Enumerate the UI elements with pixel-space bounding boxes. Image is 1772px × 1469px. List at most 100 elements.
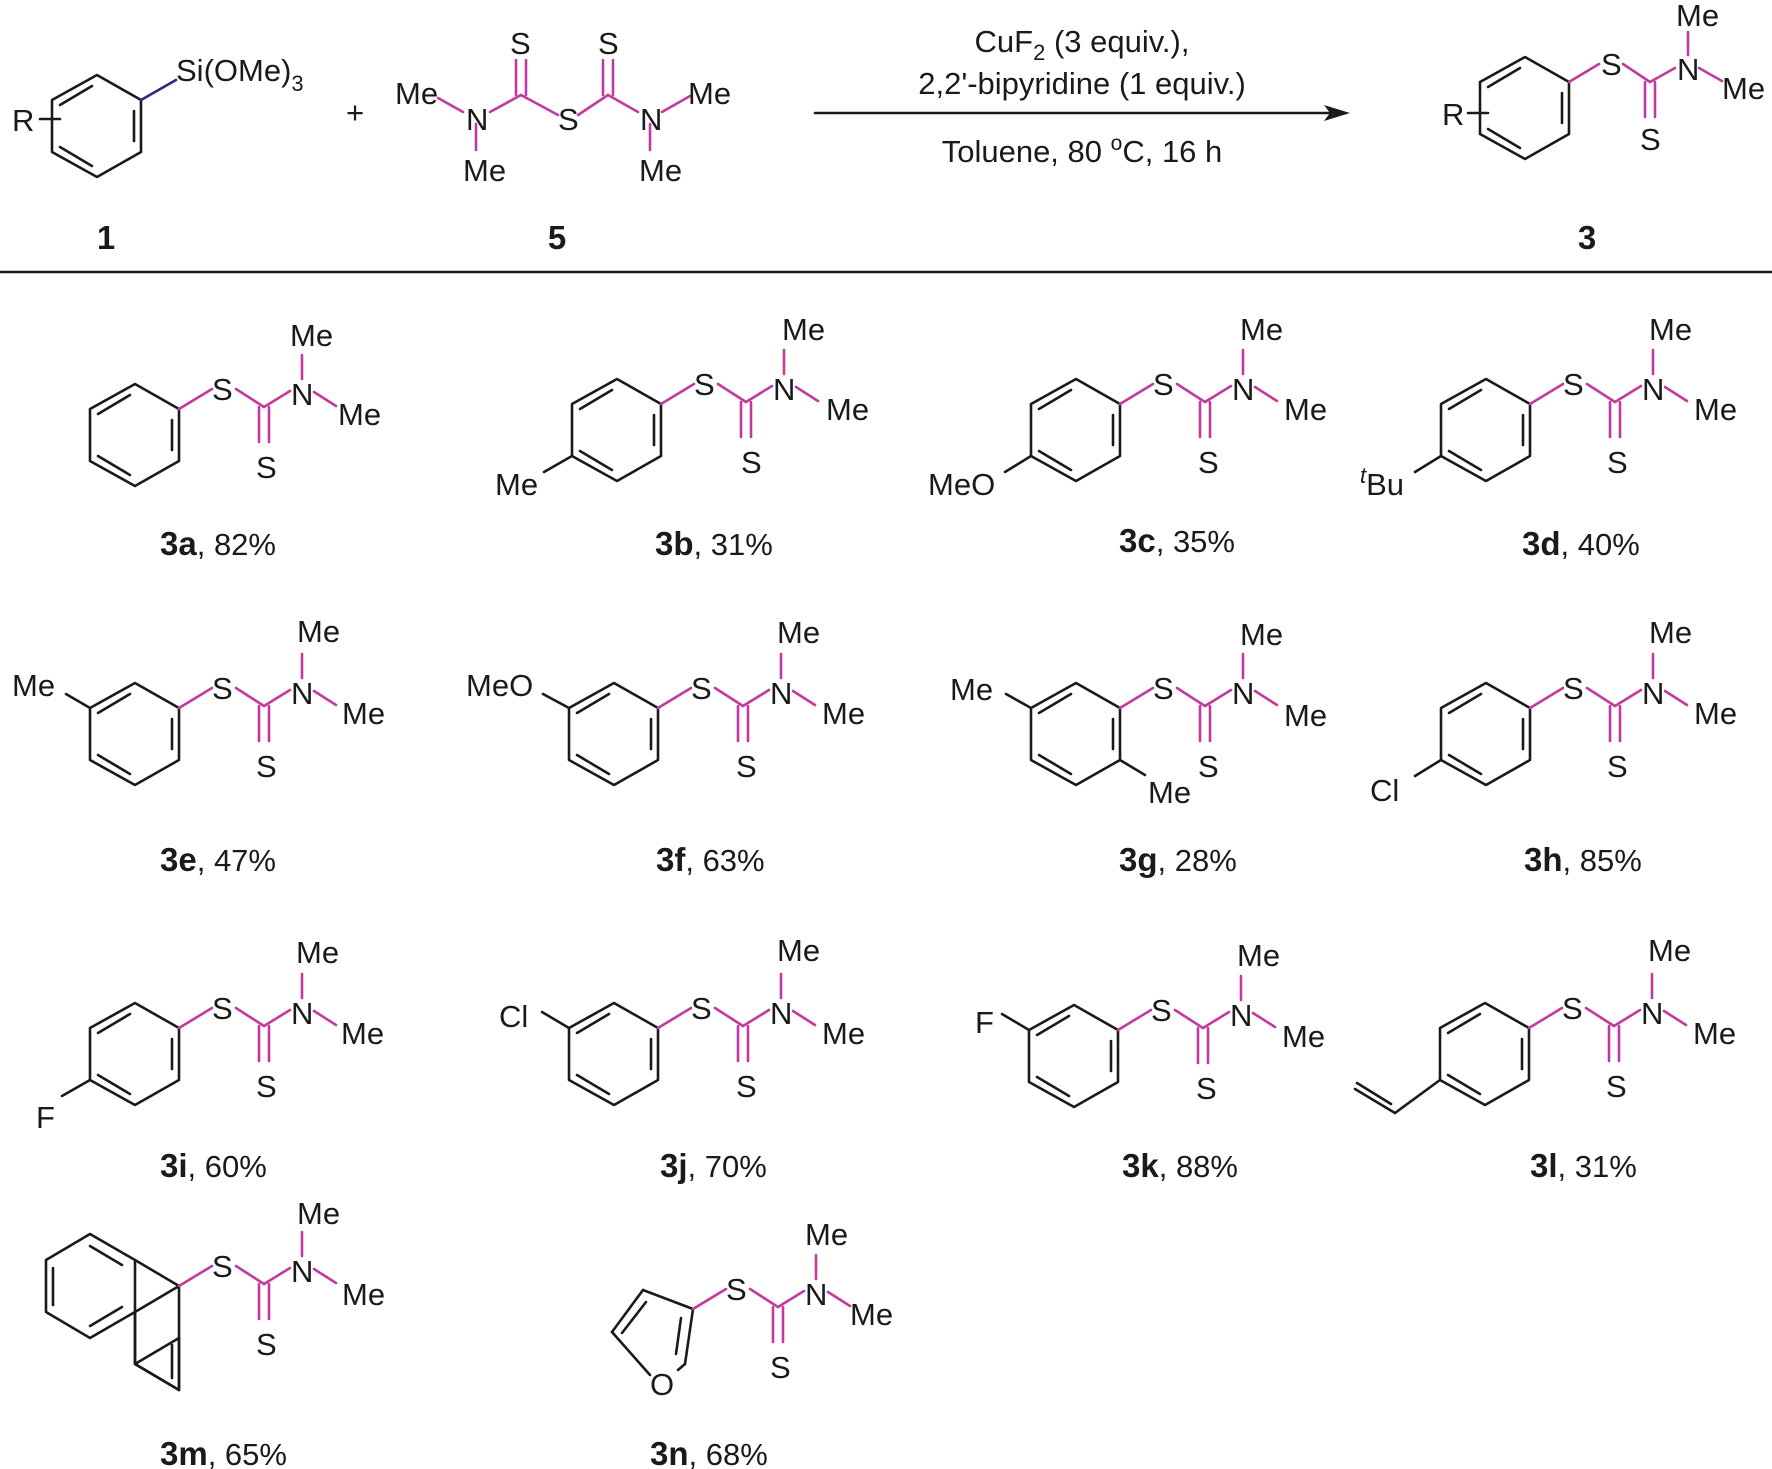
compound-label-3m: 3m, 65% — [160, 1435, 287, 1469]
n-label: N — [1232, 372, 1254, 407]
s-label: S — [212, 1249, 233, 1284]
me-label: Me — [296, 935, 339, 970]
compound-3i: F S N Me Me S 3i, 60% — [36, 935, 384, 1184]
n-label: N — [291, 996, 313, 1031]
s-label: S — [212, 372, 233, 407]
methoxy-label: MeO — [466, 668, 533, 703]
compound-label-3k: 3k, 88% — [1122, 1147, 1238, 1184]
s-label: S — [212, 991, 233, 1026]
compound-3g: Me Me S N Me Me S 3g, 28% — [950, 617, 1327, 878]
me-label: Me — [1148, 775, 1191, 810]
me-label: Me — [495, 467, 538, 502]
s-label: S — [770, 1350, 791, 1385]
s-label: S — [510, 26, 531, 61]
s-label: S — [694, 367, 715, 402]
me-label: Me — [850, 1297, 893, 1332]
n-label: N — [1230, 998, 1252, 1033]
me-label: Me — [782, 312, 825, 347]
s-label: S — [1563, 367, 1584, 402]
compound-label-3n: 3n, 68% — [650, 1435, 768, 1469]
n-label: N — [1677, 52, 1699, 87]
product-3-structure: R S N Me Me S 3 — [1442, 0, 1765, 256]
s-label: S — [691, 991, 712, 1026]
s-label: S — [256, 450, 277, 485]
condition-line-1: CuF2 (3 equiv.), — [975, 24, 1190, 65]
compound-label-3l: 3l, 31% — [1530, 1147, 1637, 1184]
compound-3j: Cl S N Me Me S 3j, 70% — [499, 933, 865, 1184]
me-label: Me — [822, 1016, 865, 1051]
compound-3e: Me S N Me Me S 3e, 47% — [12, 614, 385, 878]
s-label: S — [1196, 1071, 1217, 1106]
me-label: Me — [290, 318, 333, 353]
s-label: S — [726, 1272, 747, 1307]
s-label: S — [736, 1069, 757, 1104]
me-label: Me — [341, 1016, 384, 1051]
compound-label-3i: 3i, 60% — [160, 1147, 267, 1184]
compound-label-3a: 3a, 82% — [160, 525, 276, 562]
reactant-5-number: 5 — [548, 219, 566, 256]
reactant-1-r-label: R — [12, 103, 34, 138]
s-label: S — [256, 749, 277, 784]
compound-label-3e: 3e, 47% — [160, 841, 276, 878]
s-label: S — [691, 671, 712, 706]
me-label: Me — [639, 153, 682, 188]
me-label: Me — [342, 696, 385, 731]
n-label: N — [640, 102, 662, 137]
n-label: N — [773, 372, 795, 407]
s-label: S — [256, 1069, 277, 1104]
n-label: N — [1642, 372, 1664, 407]
compound-3m: S N Me Me S 3m, 65% — [44, 1196, 385, 1469]
condition-line-2: 2,2'-bipyridine (1 equiv.) — [918, 66, 1246, 101]
s-label: S — [1562, 991, 1583, 1026]
me-label: Me — [777, 933, 820, 968]
me-label: Me — [297, 1196, 340, 1231]
n-label: N — [1641, 996, 1663, 1031]
s-label: S — [1640, 122, 1661, 157]
plus-sign: + — [346, 95, 364, 130]
me-label: Me — [1694, 696, 1737, 731]
me-label: Me — [688, 76, 731, 111]
compound-3k: F S N Me Me S 3k, 88% — [975, 938, 1325, 1184]
compound-label-3h: 3h, 85% — [1524, 841, 1642, 878]
product-3-number: 3 — [1578, 219, 1596, 256]
me-label: Me — [1649, 615, 1692, 650]
fluoro-label: F — [975, 1005, 994, 1040]
reactant-5-structure: Me N Me S S S N Me Me 5 — [395, 26, 731, 256]
compound-3a: S N Me Me S 3a, 82% — [88, 318, 381, 562]
me-label: Me — [950, 672, 993, 707]
n-label: N — [291, 676, 313, 711]
me-label: Me — [777, 615, 820, 650]
me-label: Me — [463, 153, 506, 188]
me-label: Me — [395, 76, 438, 111]
me-label: Me — [1240, 617, 1283, 652]
n-label: N — [770, 676, 792, 711]
compound-3c: MeO S N Me Me S 3c, 35% — [928, 312, 1327, 559]
compound-label-3g: 3g, 28% — [1119, 841, 1237, 878]
n-label: N — [1642, 676, 1664, 711]
n-label: N — [291, 1254, 313, 1289]
s-label: S — [741, 445, 762, 480]
s-label: S — [558, 102, 579, 137]
compound-3h: Cl S N Me Me S 3h, 85% — [1370, 615, 1737, 878]
compound-label-3d: 3d, 40% — [1522, 525, 1640, 562]
reactant-1-number: 1 — [97, 219, 115, 256]
me-label: Me — [1284, 392, 1327, 427]
s-label: S — [1198, 749, 1219, 784]
n-label: N — [805, 1277, 827, 1312]
s-label: S — [598, 26, 619, 61]
me-label: Me — [297, 614, 340, 649]
n-label: N — [291, 377, 313, 412]
me-label: Me — [822, 696, 865, 731]
s-label: S — [212, 671, 233, 706]
me-label: Me — [826, 392, 869, 427]
me-label: Me — [1284, 698, 1327, 733]
s-label: S — [1601, 47, 1622, 82]
methoxy-label: MeO — [928, 467, 995, 502]
me-label: Me — [1649, 312, 1692, 347]
me-label: Me — [1722, 71, 1765, 106]
s-label: S — [1153, 671, 1174, 706]
compound-3d: tBu S N Me Me S 3d, 40% — [1360, 312, 1737, 562]
me-label: Me — [338, 397, 381, 432]
me-label: Me — [1694, 392, 1737, 427]
